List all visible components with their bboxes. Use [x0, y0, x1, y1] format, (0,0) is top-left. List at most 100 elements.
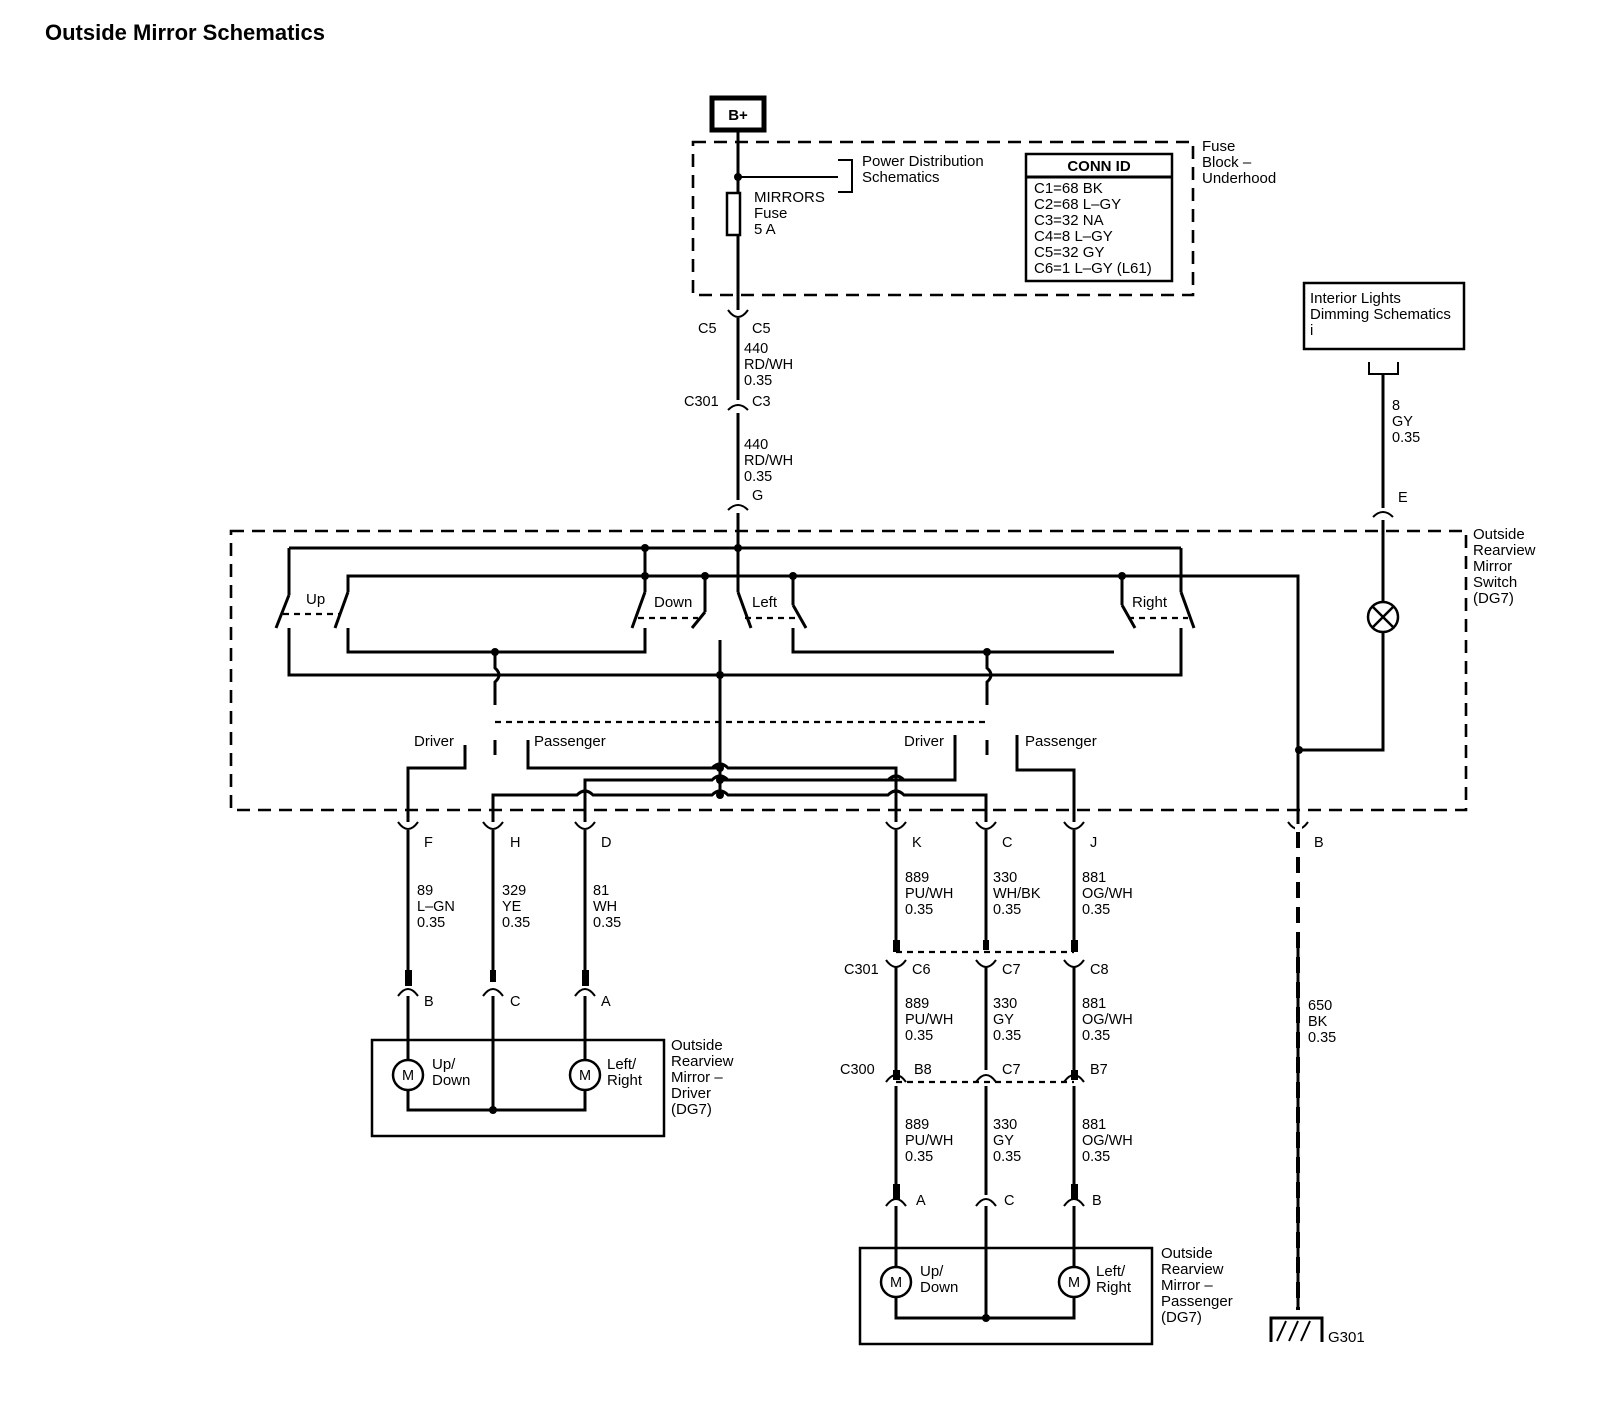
svg-text:M: M — [402, 1068, 414, 1084]
svg-text:Rearview: Rearview — [1161, 1261, 1224, 1278]
pin-g-label: G — [752, 488, 763, 504]
svg-text:RD/WH: RD/WH — [744, 357, 793, 373]
svg-text:0.35: 0.35 — [1392, 430, 1420, 446]
connector-c8-label: C8 — [1090, 962, 1109, 978]
svg-text:329: 329 — [502, 883, 526, 899]
pin-h-icon — [482, 821, 504, 830]
driver-mirror-box — [370, 1038, 666, 1138]
svg-text:Driver: Driver — [671, 1085, 711, 1102]
svg-text:0.35: 0.35 — [905, 1149, 933, 1165]
svg-text:Up/: Up/ — [432, 1056, 456, 1073]
svg-text:0.35: 0.35 — [993, 902, 1021, 918]
svg-text:Mirror: Mirror — [1473, 558, 1512, 575]
svg-text:PU/WH: PU/WH — [905, 1133, 953, 1149]
svg-text:(DG7): (DG7) — [671, 1101, 712, 1118]
fuse-block-boundary — [691, 140, 1195, 297]
pin-b-label: B — [1314, 835, 1324, 851]
wire-889-label-1: 889 PU/WH 0.35 — [905, 870, 953, 918]
svg-text:0.35: 0.35 — [1082, 1028, 1110, 1044]
wire-89-label: 89 L–GN 0.35 — [417, 883, 455, 931]
connector-c7-label-2: C7 — [1002, 1062, 1021, 1078]
svg-text:Down: Down — [920, 1279, 958, 1296]
passenger-leftright-motor-icon: M — [1057, 1265, 1091, 1299]
svg-text:440: 440 — [744, 341, 768, 357]
svg-text:8: 8 — [1392, 398, 1400, 414]
svg-text:Dimming Schematics: Dimming Schematics — [1310, 306, 1451, 323]
pin-k-label: K — [912, 835, 922, 851]
switch-down-icon — [630, 591, 707, 629]
driver-updown-label: Up/ Down — [432, 1056, 470, 1089]
svg-text:889: 889 — [905, 870, 929, 886]
ground-g301-label: G301 — [1328, 1329, 1365, 1346]
svg-text:881: 881 — [1082, 1117, 1106, 1133]
connector-c301-inline-label: C301 — [844, 962, 879, 978]
svg-text:889: 889 — [905, 996, 929, 1012]
mirrors-fuse-icon — [725, 191, 742, 237]
wire-330-label-2: 330 GY 0.35 — [993, 996, 1021, 1044]
svg-text:889: 889 — [905, 1117, 929, 1133]
pin-j-label: J — [1090, 835, 1097, 851]
switch-up-label: Up — [306, 591, 325, 608]
svg-text:M: M — [890, 1275, 902, 1291]
driver-pin-b-label: B — [424, 994, 434, 1010]
dimming-schematics-label: Interior Lights Dimming Schematics i — [1310, 290, 1451, 339]
svg-text:Right: Right — [1096, 1279, 1132, 1296]
passenger-updown-label: Up/ Down — [920, 1263, 958, 1296]
passenger-mirror-label: Outside Rearview Mirror – Passenger (DG7… — [1161, 1245, 1233, 1326]
page-title: Outside Mirror Schematics — [45, 20, 325, 45]
indicator-lamp-icon — [1366, 600, 1400, 634]
wire-881-label-1: 881 OG/WH 0.35 — [1082, 870, 1133, 918]
connector-c5-icon — [727, 309, 749, 318]
wire-889-label-3: 889 PU/WH 0.35 — [905, 1117, 953, 1165]
wire-440-label-1: 440 RD/WH 0.35 — [744, 341, 793, 389]
svg-text:440: 440 — [744, 437, 768, 453]
svg-text:0.35: 0.35 — [905, 902, 933, 918]
svg-text:BK: BK — [1308, 1014, 1328, 1030]
svg-text:PU/WH: PU/WH — [905, 886, 953, 902]
svg-text:Mirror –: Mirror – — [671, 1069, 723, 1086]
svg-text:330: 330 — [993, 996, 1017, 1012]
svg-text:81: 81 — [593, 883, 609, 899]
connector-c5-left: C5 — [698, 321, 717, 337]
passenger-mirror-box — [858, 1246, 1154, 1346]
passenger-updown-motor-icon: M — [879, 1265, 913, 1299]
svg-text:881: 881 — [1082, 870, 1106, 886]
svg-text:M: M — [1068, 1275, 1080, 1291]
svg-text:Mirror –: Mirror – — [1161, 1277, 1213, 1294]
conn-id-header: CONN ID — [1067, 158, 1131, 175]
svg-text:Down: Down — [432, 1072, 470, 1089]
selector-driver-label-1: Driver — [414, 733, 454, 750]
svg-text:OG/WH: OG/WH — [1082, 1133, 1133, 1149]
pin-e-label: E — [1398, 490, 1408, 506]
pin-d-icon — [574, 821, 596, 830]
pin-c-icon — [975, 821, 997, 830]
svg-text:Interior Lights: Interior Lights — [1310, 290, 1401, 307]
switch-down-label: Down — [654, 594, 692, 611]
wire-650-label: 650 BK 0.35 — [1308, 998, 1336, 1046]
ground-icon — [1269, 1316, 1324, 1342]
wire-330-label-1: 330 WH/BK 0.35 — [993, 870, 1041, 918]
svg-text:0.35: 0.35 — [502, 915, 530, 931]
mirror-switch-boundary — [229, 529, 1468, 812]
wire-81-label: 81 WH 0.35 — [593, 883, 621, 931]
svg-text:Outside: Outside — [671, 1037, 723, 1054]
connector-c3-label: C3 — [752, 394, 771, 410]
svg-text:0.35: 0.35 — [744, 469, 772, 485]
conn-id-row: C3=32 NA — [1034, 212, 1104, 229]
mirror-switch-label: Outside Rearview Mirror Switch (DG7) — [1473, 526, 1536, 607]
svg-text:YE: YE — [502, 899, 522, 915]
svg-text:Up/: Up/ — [920, 1263, 944, 1280]
pin-g-icon — [727, 504, 749, 511]
pin-e-icon — [1372, 511, 1394, 518]
pin-c-label: C — [1002, 835, 1012, 851]
svg-text:0.35: 0.35 — [1308, 1030, 1336, 1046]
svg-text:0.35: 0.35 — [905, 1028, 933, 1044]
connector-c301-label: C301 — [684, 394, 719, 410]
svg-text:89: 89 — [417, 883, 433, 899]
conn-id-row: C6=1 L–GY (L61) — [1034, 260, 1152, 277]
svg-text:M: M — [579, 1068, 591, 1084]
switch-right-label: Right — [1132, 594, 1168, 611]
driver-pin-c-label: C — [510, 994, 520, 1010]
pin-d-label: D — [601, 835, 611, 851]
